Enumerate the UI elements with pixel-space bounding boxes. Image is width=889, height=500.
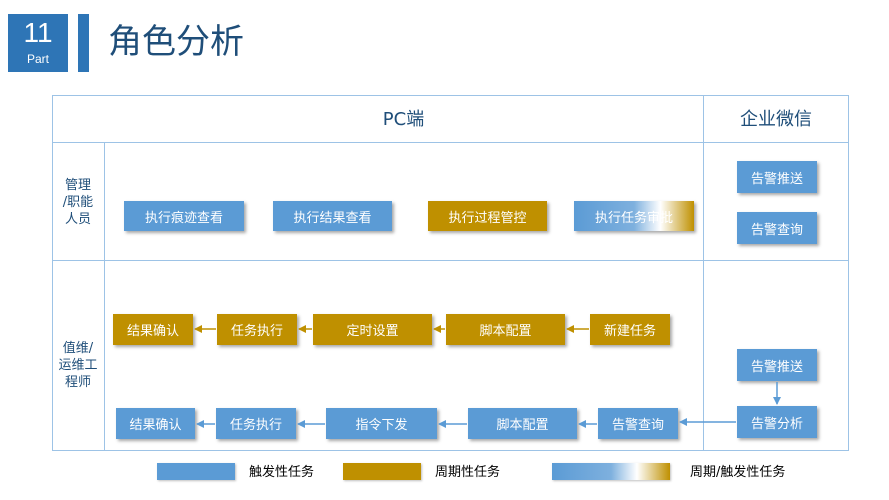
box-alert-query-ops: 告警查询 [598,408,678,439]
role-manager-line: 管理 [64,178,91,193]
legend-swatch-mixed [552,463,670,480]
box-alert-query-mgr: 告警查询 [737,212,817,244]
legend-label-triggered: 触发性任务 [249,465,315,480]
header-divider [52,142,849,143]
legend-label-periodic: 周期性任务 [435,465,501,480]
box-result-view: 执行结果查看 [273,201,392,231]
box-command-dispatch: 指令下发 [326,408,437,439]
row-divider [52,260,849,261]
pc-header: PC端 [382,109,425,130]
role-column-divider [104,142,105,451]
box-script-config-periodic: 脚本配置 [446,314,565,345]
box-alert-push-ops: 告警推送 [737,349,817,381]
box-trace-view: 执行痕迹查看 [124,201,244,231]
box-alert-analysis: 告警分析 [737,406,817,438]
box-task-approval: 执行任务审批 [574,201,694,231]
role-ops-line: 程师 [64,375,91,390]
role-manager-line: /职能 [62,195,94,210]
part-label: Part [26,52,49,66]
legend-swatch-periodic [343,463,421,480]
diagram-frame [52,95,849,451]
title-accent-bar [78,14,89,72]
box-task-exec-triggered: 任务执行 [216,408,296,439]
box-script-config-triggered: 脚本配置 [468,408,577,439]
box-alert-push-mgr: 告警推送 [737,161,817,193]
legend-swatch-triggered [157,463,235,480]
role-ops: 值维/ 运维工 程师 [52,340,104,391]
part-number: 11 [23,17,53,48]
box-timer-setting: 定时设置 [313,314,432,345]
box-result-confirm-triggered: 结果确认 [116,408,195,439]
role-manager: 管理 /职能 人员 [52,177,104,228]
role-manager-line: 人员 [64,212,91,227]
box-result-confirm-periodic: 结果确认 [113,314,193,345]
channel-column-divider [703,95,704,451]
box-process-control: 执行过程管控 [428,201,547,231]
role-ops-line: 值维/ [62,341,94,356]
legend-label-mixed: 周期/触发性任务 [690,465,786,480]
role-ops-line: 运维工 [58,358,98,373]
box-task-exec-periodic: 任务执行 [217,314,297,345]
triggered-arrows [196,382,781,428]
part-badge: 11 Part [8,14,68,72]
page-title: 角色分析 [108,22,244,62]
box-new-task: 新建任务 [590,314,670,345]
wechat-header: 企业微信 [740,109,812,130]
